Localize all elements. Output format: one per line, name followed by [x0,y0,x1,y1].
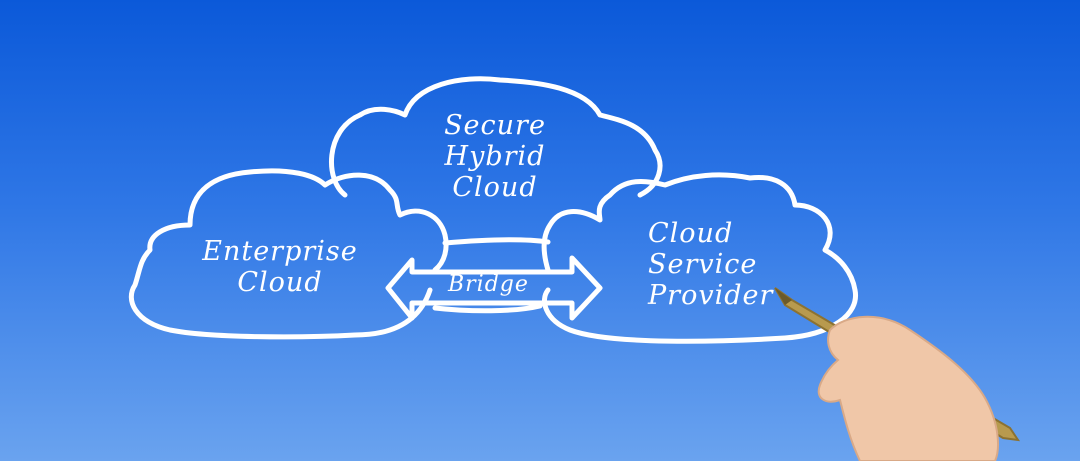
bridge-top-line [442,237,551,246]
enterprise-line-2: Cloud [237,267,323,298]
bridge-label: Bridge [448,272,529,297]
hand [817,315,999,461]
service-provider-line-2: Service [648,249,758,280]
secure-hybrid-line-2: Hybrid [444,141,546,172]
secure-hybrid-cloud-outline [329,76,663,198]
enterprise-line-1: Enterprise [202,236,358,267]
bridge-double-arrow [385,255,603,321]
hand-with-pen [774,287,1021,461]
secure-hybrid-line-1: Secure [444,110,546,141]
secure-hybrid-cloud-label: Secure Hybrid Cloud [420,110,570,203]
service-provider-cloud-outline [541,172,859,344]
pen-tip [775,288,792,305]
enterprise-cloud-outline [128,168,449,340]
secure-hybrid-line-3: Cloud [452,172,538,203]
service-provider-line-3: Provider [648,280,774,311]
service-provider-line-1: Cloud [648,218,734,249]
bridge-bottom-line [432,303,543,314]
enterprise-cloud-label: Enterprise Cloud [190,236,370,298]
service-provider-cloud-label: Cloud Service Provider [648,218,798,311]
